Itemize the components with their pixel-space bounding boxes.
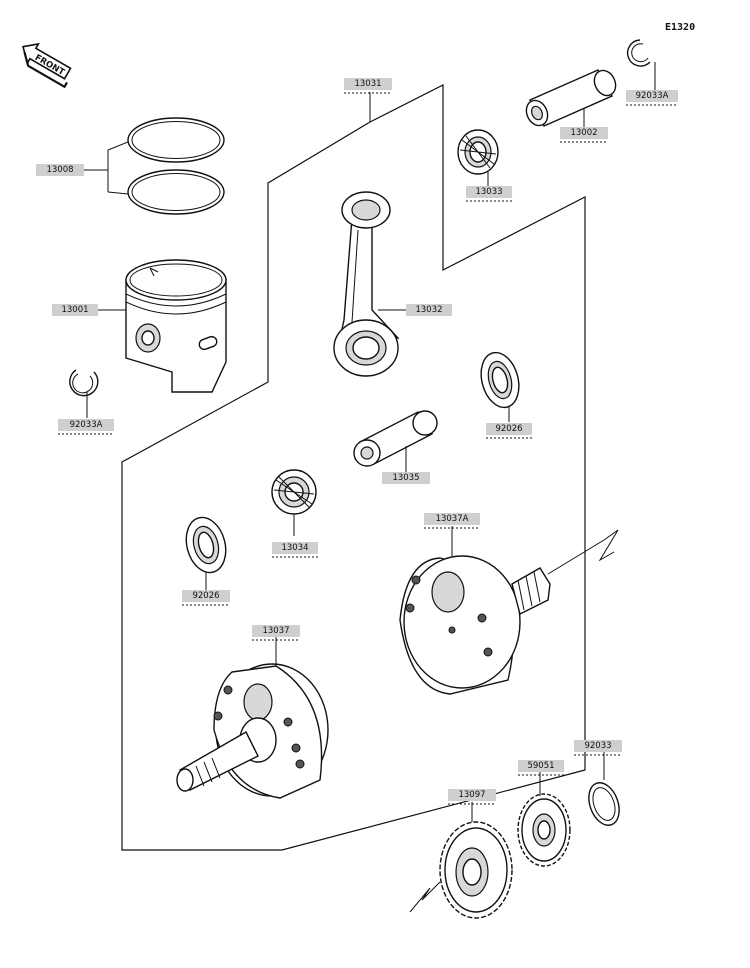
svg-text:92026: 92026 [192, 591, 219, 601]
circlip-top [626, 39, 656, 90]
svg-text:59051: 59051 [527, 761, 554, 771]
needle-bearing-small-end [457, 129, 499, 186]
svg-text:13037: 13037 [262, 626, 289, 636]
svg-text:13001: 13001 [61, 305, 88, 315]
label-59051[interactable]: 59051 [518, 760, 564, 776]
svg-text:13034: 13034 [281, 543, 308, 553]
label-13034[interactable]: 13034 [272, 542, 318, 558]
label-92033A-left[interactable]: 92033A [58, 419, 114, 435]
svg-text:13031: 13031 [354, 79, 381, 89]
label-92033A-top[interactable]: 92033A [626, 90, 678, 106]
label-13097[interactable]: 13097 [448, 789, 496, 805]
label-13033[interactable]: 13033 [466, 186, 512, 202]
thrust-washer-right [480, 351, 520, 422]
label-13002[interactable]: 13002 [560, 127, 608, 143]
label-13031[interactable]: 13031 [344, 78, 392, 94]
thrust-washer-left [185, 516, 227, 590]
svg-text:92026: 92026 [495, 424, 522, 434]
svg-text:13035: 13035 [392, 473, 419, 483]
circlip-left [69, 369, 99, 418]
front-arrow-icon: FRONT [22, 42, 72, 89]
crankshaft-half-right [399, 526, 619, 695]
label-92026-left[interactable]: 92026 [182, 590, 230, 606]
circlip-bottom-right [588, 752, 620, 826]
label-13008[interactable]: 13008 [36, 164, 84, 176]
svg-text:92033: 92033 [584, 741, 611, 751]
svg-text:13032: 13032 [415, 305, 442, 315]
label-13032[interactable]: 13032 [406, 304, 452, 316]
svg-text:13037A: 13037A [436, 514, 469, 524]
label-13001[interactable]: 13001 [52, 304, 98, 316]
label-13037[interactable]: 13037 [252, 625, 300, 641]
svg-text:92033A: 92033A [636, 91, 669, 101]
svg-text:13002: 13002 [570, 128, 597, 138]
connecting-rod [333, 191, 406, 377]
label-13035[interactable]: 13035 [382, 472, 430, 484]
connecting-rod-group-frame [121, 84, 586, 851]
piston-pin [525, 69, 617, 128]
gear-large [409, 802, 513, 919]
svg-text:13008: 13008 [46, 165, 73, 175]
svg-text:13097: 13097 [458, 790, 485, 800]
svg-text:92033A: 92033A [70, 420, 103, 430]
label-92026-right[interactable]: 92026 [486, 423, 532, 439]
diagram-code: E1320 [665, 22, 695, 33]
gear-small [517, 772, 571, 867]
piston-rings [84, 117, 225, 215]
label-13037A[interactable]: 13037A [424, 513, 480, 529]
crank-pin [353, 410, 438, 472]
svg-text:13033: 13033 [475, 187, 502, 197]
piston [98, 259, 227, 393]
label-92033[interactable]: 92033 [574, 740, 622, 756]
needle-bearing-big-end [271, 469, 317, 536]
crankshaft-half-left [176, 636, 329, 799]
